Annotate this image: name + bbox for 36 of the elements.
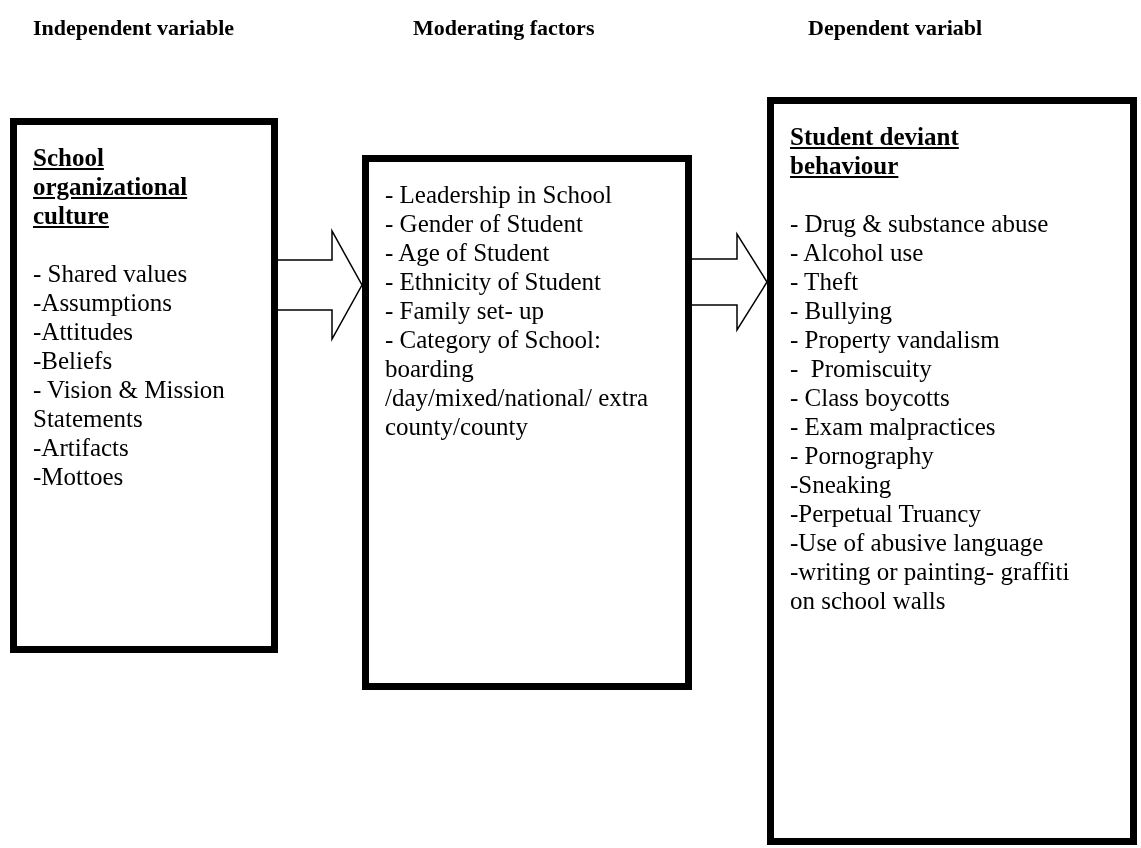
list-item: -Mottoes bbox=[33, 462, 125, 491]
column-heading: Dependent variabl bbox=[808, 14, 983, 42]
list-item: -Beliefs bbox=[33, 346, 114, 375]
list-item: - Ethnicity of Student bbox=[385, 267, 602, 296]
list-item: - Vision & Mission Statements bbox=[33, 375, 226, 433]
box-heading: School organizational culture bbox=[33, 143, 189, 230]
list-item: -writing or painting- graffiti on school walls bbox=[790, 557, 1071, 615]
list-item: - Gender of Student bbox=[385, 209, 584, 238]
column-heading: Moderating factors bbox=[413, 14, 595, 42]
list-item: - Alcohol use bbox=[790, 238, 925, 267]
list-item: - Bullying bbox=[790, 296, 894, 325]
block-arrow bbox=[277, 228, 363, 342]
list-item: - Age of Student bbox=[385, 238, 551, 267]
list-item: - Theft bbox=[790, 267, 860, 296]
list-item: -Perpetual Truancy bbox=[790, 499, 982, 528]
list-item: -Sneaking bbox=[790, 470, 893, 499]
list-item: - Shared values bbox=[33, 259, 189, 288]
list-item: - Property vandalism bbox=[790, 325, 1001, 354]
list-item: -Artifacts bbox=[33, 433, 130, 462]
list-item: - Pornography bbox=[790, 441, 935, 470]
text-box bbox=[362, 155, 692, 690]
list-item: - Category of School: boarding /day/mixed/national/ extra county/county bbox=[385, 325, 650, 441]
block-arrow bbox=[691, 231, 768, 333]
text-box bbox=[10, 118, 278, 653]
list-item: - Drug & substance abuse bbox=[790, 209, 1050, 238]
column-heading: Independent variable bbox=[33, 14, 235, 42]
list-item: - Family set- up bbox=[385, 296, 545, 325]
list-item: - Exam malpractices bbox=[790, 412, 997, 441]
list-item: - Promiscuity bbox=[790, 354, 933, 383]
list-item: -Attitudes bbox=[33, 317, 134, 346]
list-item: -Use of abusive language bbox=[790, 528, 1045, 557]
list-item: - Class boycotts bbox=[790, 383, 951, 412]
text-box bbox=[767, 97, 1137, 845]
list-item: -Assumptions bbox=[33, 288, 173, 317]
box-heading: Student deviant behaviour bbox=[790, 122, 960, 180]
list-item: - Leadership in School bbox=[385, 180, 614, 209]
